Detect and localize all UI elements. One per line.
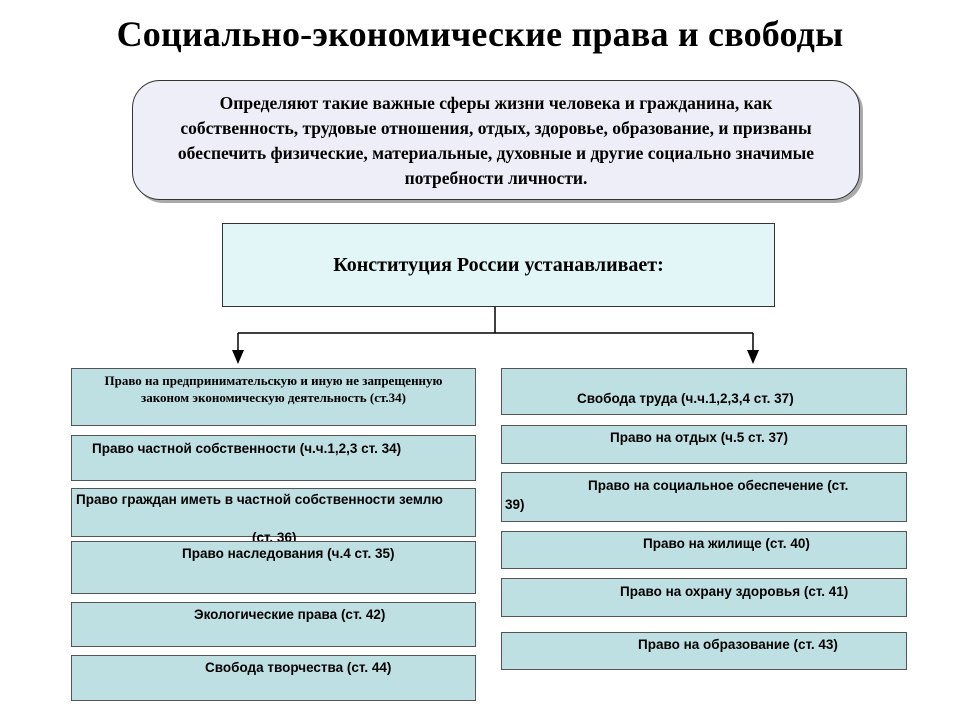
right-label: Право граждан иметь в частной собственно… bbox=[76, 492, 443, 507]
right-right-health: Право на охрану здоровья (ст. 41) bbox=[501, 578, 907, 617]
right-label: Право на социальное обеспечение (ст. bbox=[588, 478, 849, 493]
left-right-land: Право граждан иметь в частной собственно… bbox=[71, 488, 476, 545]
right-right-labor: Свобода труда (ч.ч.1,2,3,4 ст. 37) bbox=[501, 368, 907, 415]
right-right-social-security: Право на социальное обеспечение (ст. 39) bbox=[501, 472, 907, 522]
right-label: Право частной собственности (ч.ч.1,2,3 с… bbox=[92, 441, 402, 456]
arrow-left-head bbox=[232, 350, 244, 364]
description-box: Определяют такие важные сферы жизни чело… bbox=[132, 80, 860, 200]
right-right-rest: Право на отдых (ч.5 ст. 37) bbox=[501, 425, 907, 464]
right-right-housing: Право на жилище (ст. 40) bbox=[501, 531, 907, 569]
right-label-continued: 39) bbox=[505, 497, 525, 512]
constitution-box: Конституция России устанавливает: bbox=[222, 223, 775, 307]
arrow-right-head bbox=[747, 350, 759, 364]
right-label: Право на отдых (ч.5 ст. 37) bbox=[610, 430, 788, 445]
right-right-education: Право на образование (ст. 43) bbox=[501, 632, 907, 670]
left-right-private-property: Право частной собственности (ч.ч.1,2,3 с… bbox=[71, 435, 476, 481]
right-label: Право на жилище (ст. 40) bbox=[643, 536, 810, 551]
left-right-inheritance: Право наследования (ч.4 ст. 35) bbox=[71, 541, 476, 594]
right-label: Свобода труда (ч.ч.1,2,3,4 ст. 37) bbox=[577, 391, 794, 406]
right-label: Экологические права (ст. 42) bbox=[194, 607, 386, 622]
constitution-label: Конституция России устанавливает: bbox=[333, 253, 664, 276]
page-title: Социально-экономические права и свободы bbox=[116, 14, 844, 54]
left-right-creativity: Свобода творчества (ст. 44) bbox=[71, 655, 476, 701]
right-label: Свобода творчества (ст. 44) bbox=[205, 660, 392, 675]
right-label: Право наследования (ч.4 ст. 35) bbox=[182, 546, 395, 561]
right-label: Право на образование (ст. 43) bbox=[638, 637, 838, 652]
left-right-ecological: Экологические права (ст. 42) bbox=[71, 602, 476, 647]
right-label: Право на предпринимательскую и иную не з… bbox=[104, 373, 443, 405]
left-right-entrepreneurship: Право на предпринимательскую и иную не з… bbox=[71, 368, 476, 426]
right-label: Право на охрану здоровья (ст. 41) bbox=[620, 584, 849, 599]
